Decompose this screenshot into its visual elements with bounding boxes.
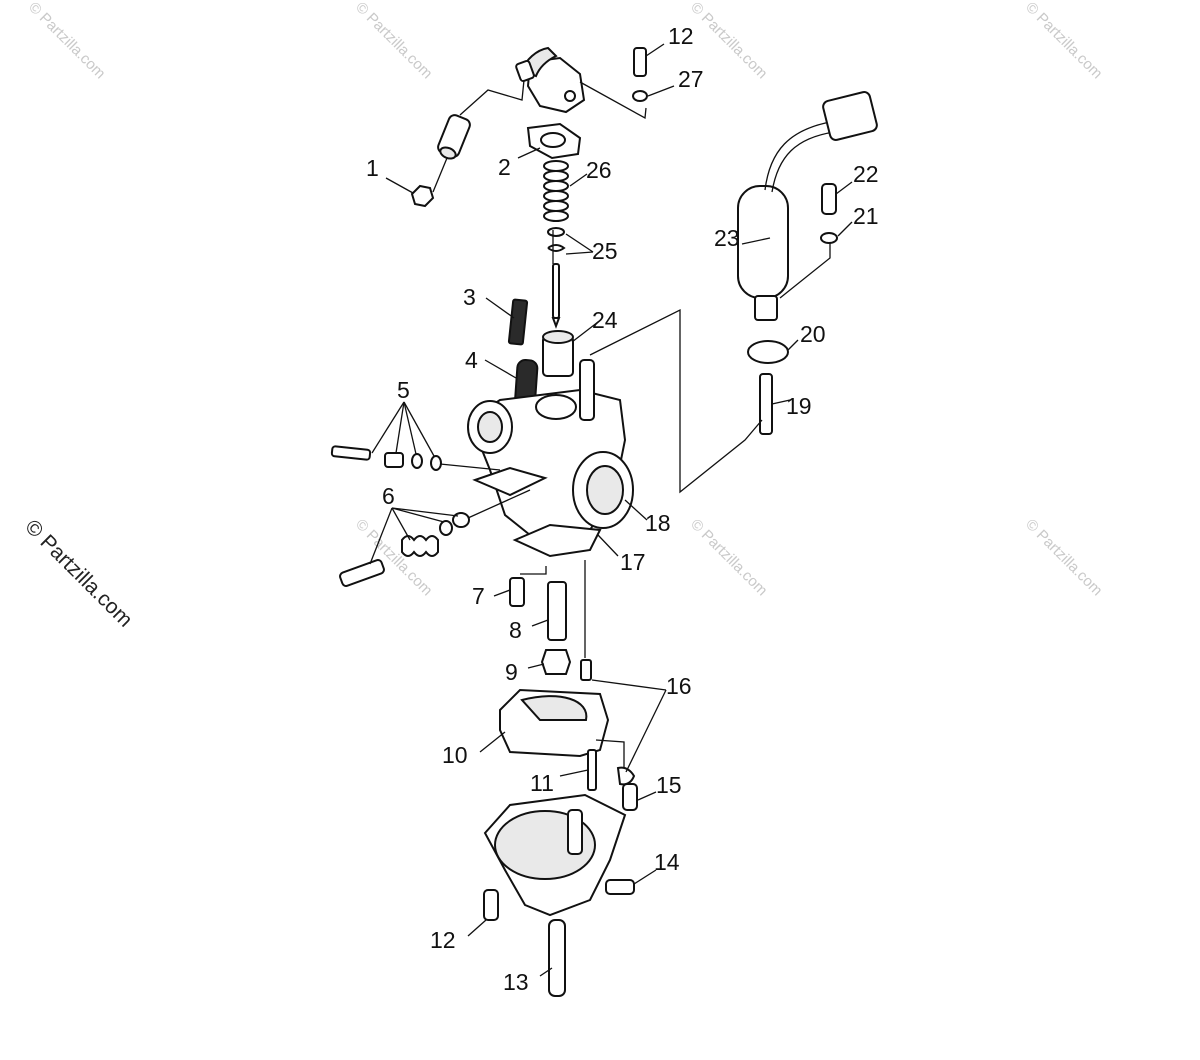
callout-7: 7: [472, 583, 485, 609]
gasket-part: [526, 122, 582, 160]
leader-lines: [369, 43, 853, 977]
float-valve-part: [580, 659, 592, 681]
callout-labels: 1 2 3 4 5 6 7 8 9 10 11 12 12 13 14 15 1…: [366, 23, 879, 995]
callout-19: 19: [786, 393, 812, 419]
callout-10: 10: [442, 742, 468, 768]
watermark: © Partzilla.com: [687, 516, 770, 599]
callout-14: 14: [654, 849, 680, 875]
callout-20: 20: [800, 321, 826, 347]
callout-12-upper: 12: [668, 23, 694, 49]
cable-adjuster-part: [410, 114, 471, 208]
callout-15: 15: [656, 772, 682, 798]
callout-11: 11: [530, 770, 554, 796]
main-jet-part: [540, 649, 572, 675]
float-pin-part: [587, 749, 597, 791]
overflow-tube-part: [548, 919, 566, 997]
jet-needle-part: [547, 227, 566, 329]
callout-26: 26: [586, 157, 612, 183]
choke-plunger-part: [759, 373, 773, 435]
watermark: © Partzilla.com: [352, 0, 435, 82]
drain-screw-part: [605, 879, 635, 895]
callout-4: 4: [465, 347, 478, 373]
callout-6: 6: [382, 483, 395, 509]
callout-8: 8: [509, 617, 522, 643]
screw-12-lower-part: [483, 889, 499, 921]
o-ring-part: [747, 340, 789, 364]
auto-choke-part: [737, 91, 878, 321]
callout-27: 27: [678, 66, 704, 92]
idle-screw-part: [339, 512, 470, 587]
throttle-valve-part: [542, 330, 574, 377]
pilot-screw-part: [330, 445, 442, 471]
carburetor-body-part: [467, 359, 634, 537]
parts-layer: [330, 46, 878, 997]
watermark: © Partzilla.com: [352, 516, 435, 599]
choke-screw-part: [820, 183, 838, 244]
spring-part: [543, 160, 569, 222]
pilot-jet-part: [509, 577, 525, 607]
needle-jet-part: [547, 581, 567, 641]
float-clip-part: [616, 766, 636, 786]
screw-15-part: [622, 783, 638, 811]
callout-18: 18: [645, 510, 671, 536]
callout-22: 22: [853, 161, 879, 187]
top-cover-part: [515, 46, 586, 114]
callout-1: 1: [366, 155, 379, 181]
callout-21: 21: [853, 203, 879, 229]
callout-25: 25: [592, 238, 618, 264]
callout-9: 9: [505, 659, 518, 685]
callout-13: 13: [503, 969, 529, 995]
callout-23: 23: [714, 225, 740, 251]
callout-24: 24: [592, 307, 618, 333]
float-part: [499, 688, 610, 758]
callout-2: 2: [498, 154, 511, 180]
screw-12-upper-part: [632, 47, 648, 102]
callout-17: 17: [620, 549, 646, 575]
watermark: © Partzilla.com: [1022, 0, 1105, 82]
callout-12-lower: 12: [430, 927, 456, 953]
watermark: © Partzilla.com: [25, 0, 108, 82]
float-bowl-part: [483, 793, 627, 917]
callout-16: 16: [666, 673, 692, 699]
base-gasket-part: [512, 523, 602, 558]
watermark-main: © Partzilla.com: [20, 515, 136, 631]
callout-3: 3: [463, 284, 476, 310]
watermark: © Partzilla.com: [1022, 516, 1105, 599]
callout-5: 5: [397, 377, 410, 403]
